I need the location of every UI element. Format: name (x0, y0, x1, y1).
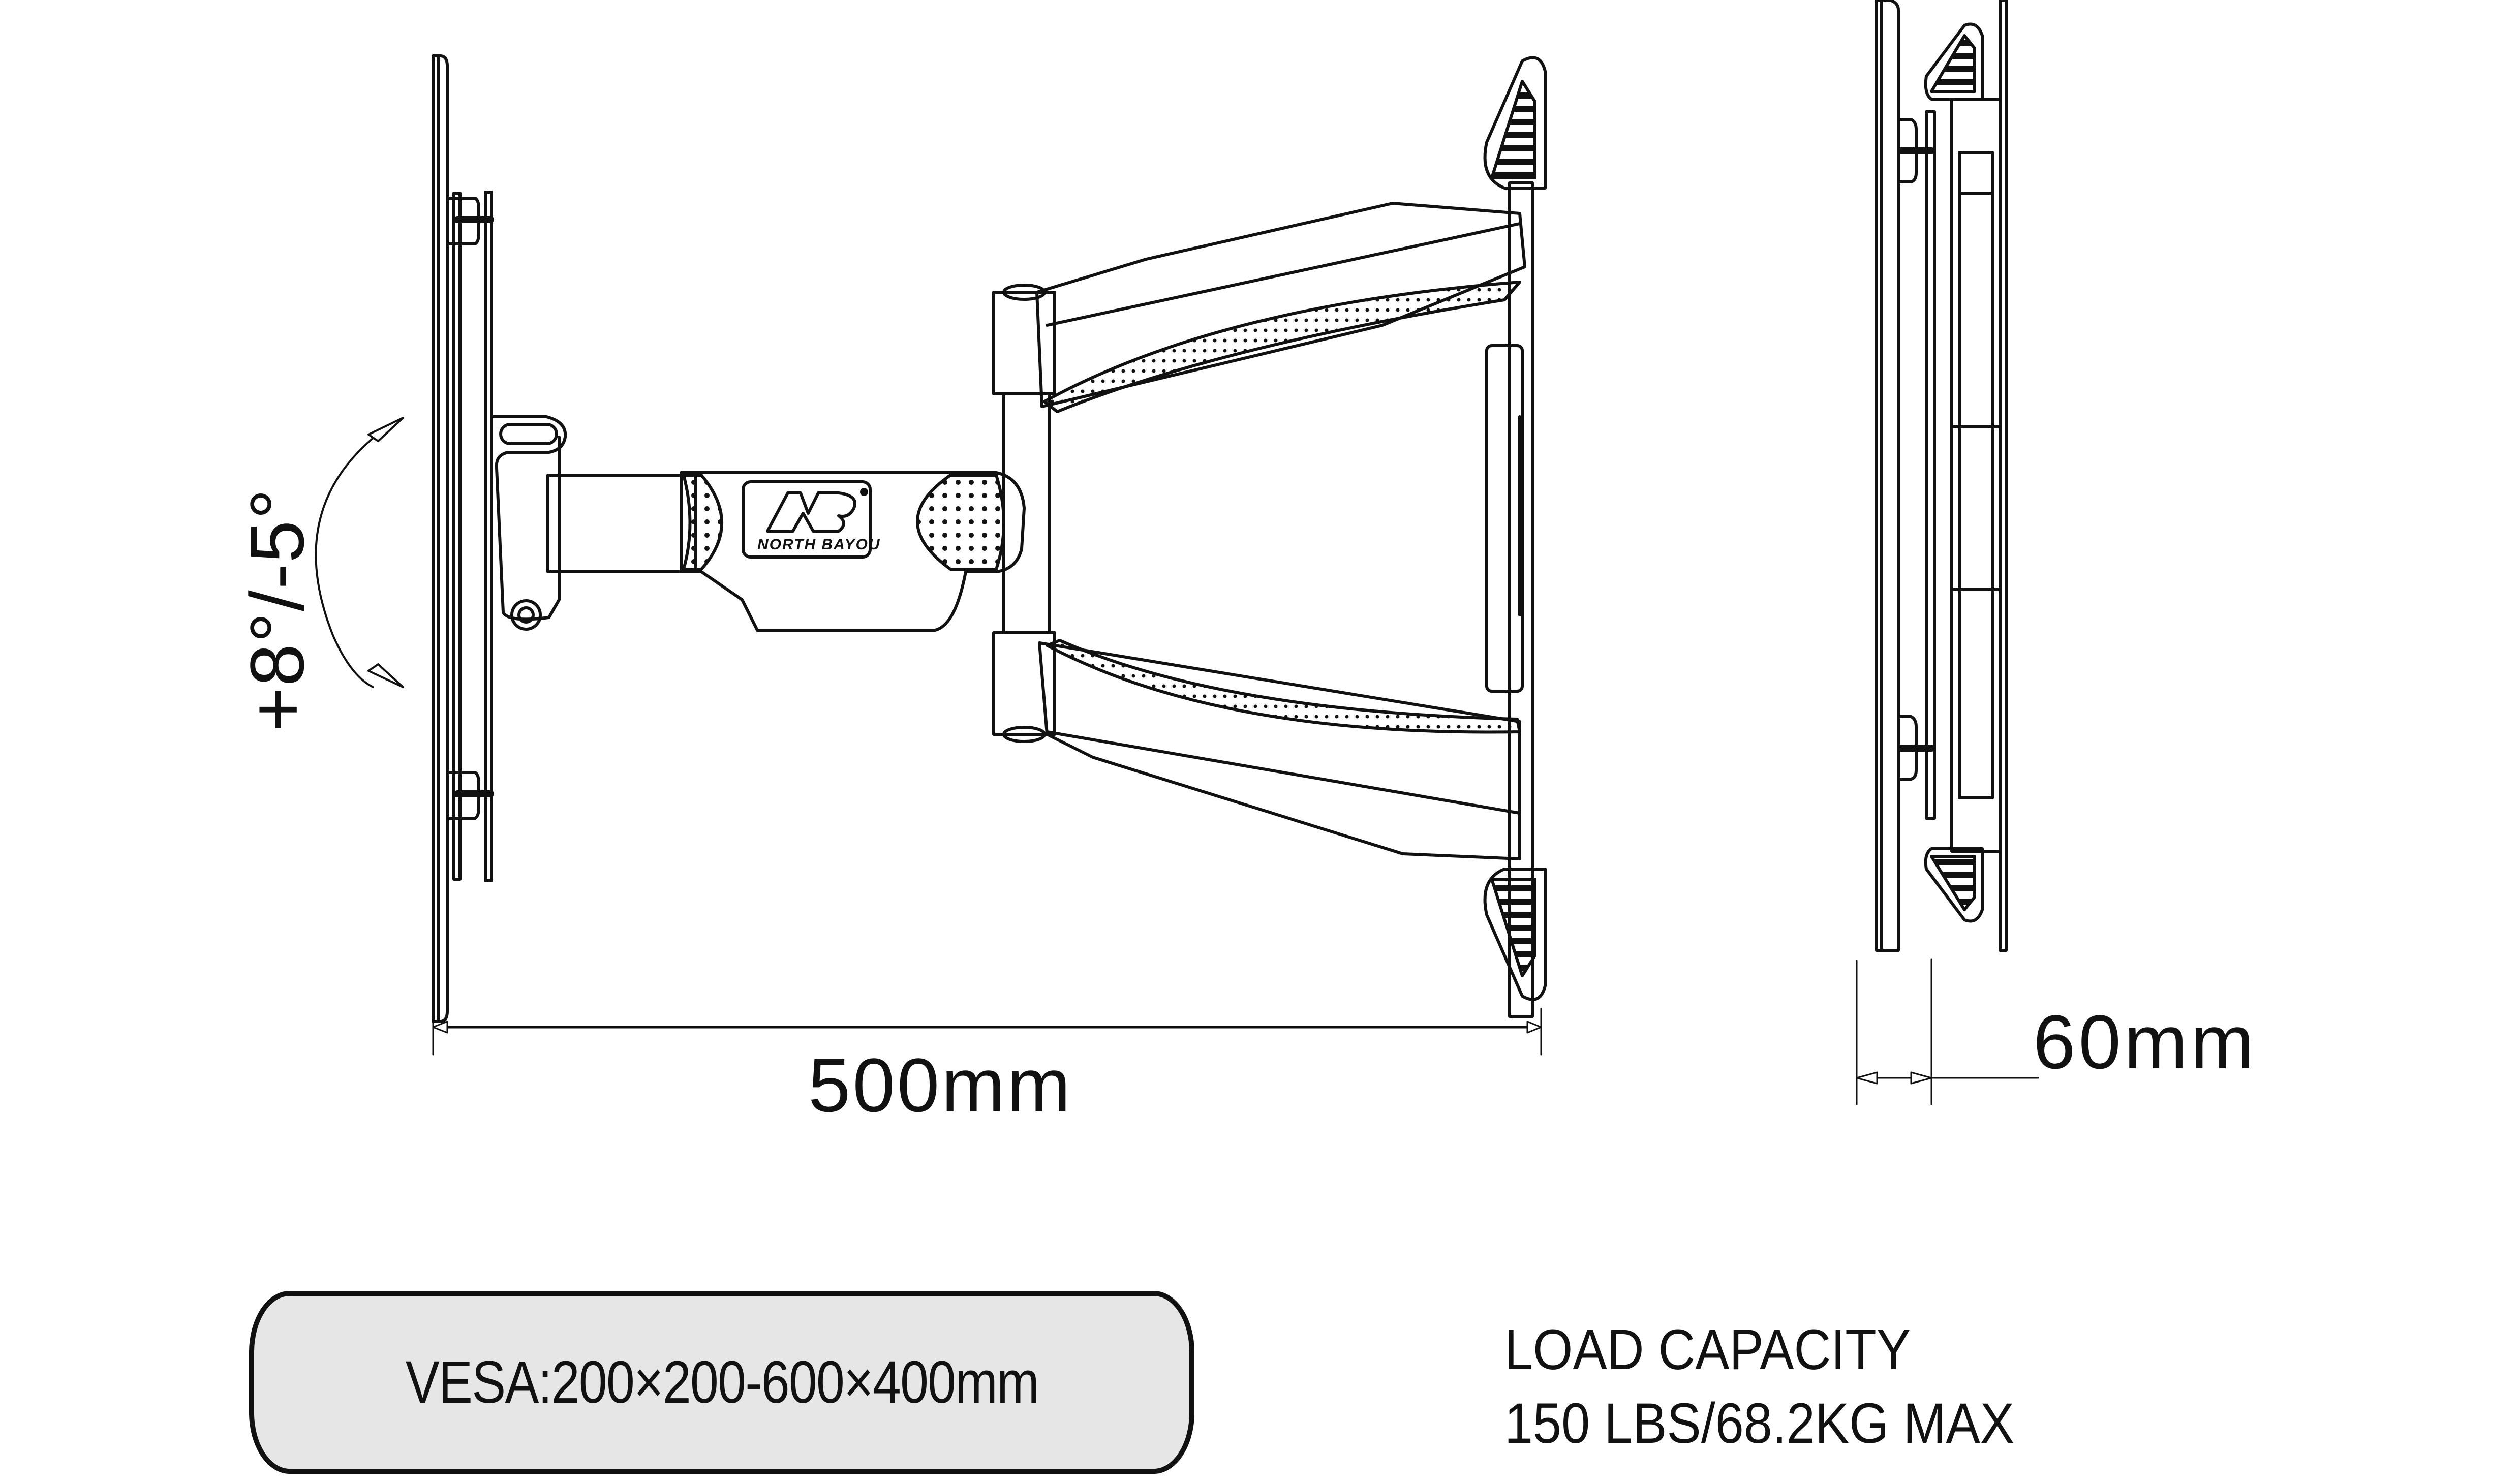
lower-arm (1038, 639, 1521, 860)
short-arm (546, 471, 1026, 632)
brand-name: NORTH BAYOU (757, 536, 881, 553)
vesa-spec-box: VESA:200×200-600×400mm (249, 1291, 1194, 1474)
max-extension-label: 500mm (808, 1042, 1073, 1128)
tv-plate-front (432, 54, 494, 1023)
wall-plate-front (1483, 56, 1547, 1018)
upper-arm (1035, 202, 1526, 413)
brand-logo (766, 488, 868, 533)
width-dimension-line (432, 1008, 1542, 1056)
load-capacity-title: LOAD CAPACITY (1504, 1318, 1911, 1381)
tilt-head (490, 415, 567, 631)
min-depth-label: 60mm (2033, 999, 2257, 1085)
swivel-post (992, 284, 1056, 743)
vesa-spec-label: VESA:200×200-600×400mm (405, 1349, 1039, 1416)
side-view (1875, 0, 2008, 952)
tilt-arc (315, 417, 404, 688)
load-capacity-value: 150 LBS/68.2KG MAX (1504, 1392, 2014, 1455)
depth-dimension-line (1856, 958, 2039, 1105)
tilt-angle-label: +8°/-5° (234, 487, 320, 732)
